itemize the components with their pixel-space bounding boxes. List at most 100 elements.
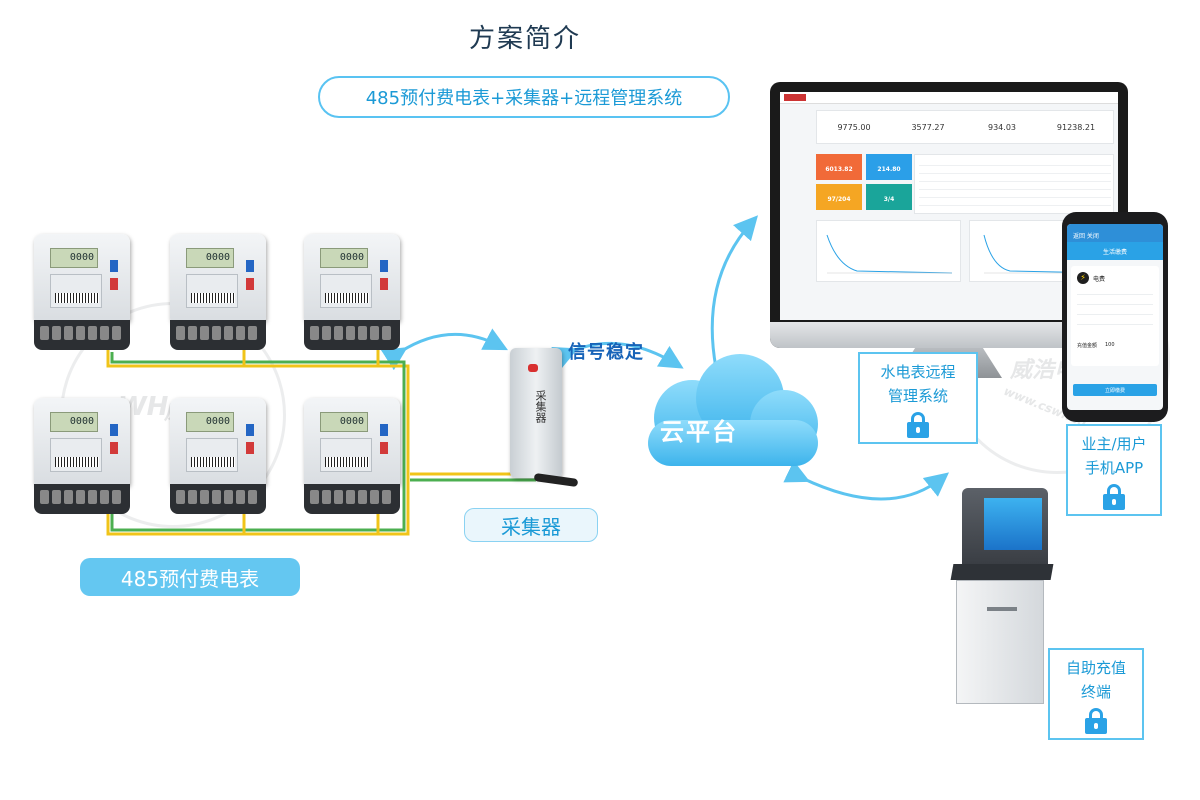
lock-icon xyxy=(1103,484,1125,510)
dashboard-topbar xyxy=(780,92,1118,104)
meter-body: 0000 xyxy=(34,398,130,486)
tile-value: 6013.82 xyxy=(825,166,853,173)
meter-button-red xyxy=(110,442,118,454)
barcode-icon xyxy=(191,457,235,467)
meter-button-red xyxy=(110,278,118,290)
arrow-cloud-kiosk xyxy=(783,460,950,501)
meter-nameplate xyxy=(50,274,102,308)
stat-value: 9775.00 xyxy=(837,123,871,132)
meter-terminal-block xyxy=(170,320,266,350)
barcode-icon xyxy=(55,293,99,303)
meter-terminal-block xyxy=(34,320,130,350)
prepaid-meter: 0000 xyxy=(170,398,270,516)
meter-lcd: 0000 xyxy=(186,248,234,268)
meter-button-blue xyxy=(246,260,254,272)
data-table xyxy=(914,154,1114,214)
status-led xyxy=(528,364,538,372)
meter-lcd: 0000 xyxy=(50,248,98,268)
collector-label: 采集器 xyxy=(464,508,598,542)
tile-value: 97/204 xyxy=(827,196,851,203)
prepaid-meter: 0000 xyxy=(34,234,134,352)
monitor: 9775.00 3577.27 934.03 91238.21 6013.82 … xyxy=(770,82,1128,348)
caption-line: 终端 xyxy=(1080,683,1111,701)
meter-body: 0000 xyxy=(304,234,400,322)
tile-teal: 3/4 xyxy=(866,184,912,210)
meter-button-blue xyxy=(110,260,118,272)
meter-button-red xyxy=(380,278,388,290)
cloud-icon xyxy=(648,354,818,466)
barcode-icon xyxy=(325,293,369,303)
antenna-icon xyxy=(533,472,579,488)
arrow-meters-collector xyxy=(380,328,508,371)
kiosk-shelf xyxy=(950,564,1054,580)
phone-header: 返回 关闭 xyxy=(1067,224,1163,242)
meter-nameplate xyxy=(50,438,102,472)
stat-value: 934.03 xyxy=(988,123,1016,132)
meter-body: 0000 xyxy=(170,234,266,322)
arrow-cloud-monitor xyxy=(706,215,759,385)
caption-kiosk: 自助充值 终端 xyxy=(1048,648,1144,740)
meter-nameplate xyxy=(320,274,372,308)
collector-device: 采集器 xyxy=(510,348,579,488)
meter-nameplate xyxy=(186,274,238,308)
caption-line: 业主/用户 xyxy=(1081,435,1147,453)
pay-button[interactable]: 立即缴费 xyxy=(1073,384,1157,396)
card-title: 电费 xyxy=(1093,276,1106,283)
meter-terminal-block xyxy=(34,484,130,514)
phone-banner: 生活缴费 xyxy=(1067,242,1163,260)
brand-logo xyxy=(784,94,806,101)
stat-value: 91238.21 xyxy=(1056,123,1096,132)
prepaid-meter: 0000 xyxy=(170,234,270,352)
barcode-icon xyxy=(325,457,369,467)
meter-lcd: 0000 xyxy=(50,412,98,432)
line-chart-left xyxy=(816,220,961,282)
meter-button-blue xyxy=(380,424,388,436)
tile-value: 3/4 xyxy=(883,196,895,203)
caption-remote-system: 水电表远程 管理系统 xyxy=(858,352,978,444)
lock-icon xyxy=(1085,708,1107,734)
meter-button-blue xyxy=(380,260,388,272)
tile-orange: 6013.82 xyxy=(816,154,862,180)
meter-button-blue xyxy=(246,424,254,436)
signal-stable-text: 信号稳定 xyxy=(568,342,644,363)
barcode-icon xyxy=(55,457,99,467)
meter-body: 0000 xyxy=(304,398,400,486)
bolt-icon: ⚡ xyxy=(1077,272,1089,284)
caption-line: 手机APP xyxy=(1084,459,1144,477)
stat-card: 9775.00 xyxy=(817,111,891,145)
stat-card: 934.03 xyxy=(965,111,1039,145)
stat-card: 91238.21 xyxy=(1039,111,1113,145)
meter-button-red xyxy=(380,442,388,454)
meter-button-red xyxy=(246,278,254,290)
prepaid-meter: 0000 xyxy=(34,398,134,516)
smartphone: 返回 关闭 生活缴费 ⚡ 电费 充值金额 100 立即缴费 xyxy=(1062,212,1168,422)
prepaid-meter: 0000 xyxy=(304,398,404,516)
kiosk-head xyxy=(962,488,1048,564)
meter-body: 0000 xyxy=(170,398,266,486)
prepaid-meter: 0000 xyxy=(304,234,404,352)
barcode-icon xyxy=(191,293,235,303)
meters-label: 485预付费电表 xyxy=(80,558,300,596)
tile-value: 214.80 xyxy=(877,166,901,173)
stat-card: 3577.27 xyxy=(891,111,965,145)
caption-mobile-app: 业主/用户 手机APP xyxy=(1066,424,1162,516)
meter-body: 0000 xyxy=(34,234,130,322)
lock-icon xyxy=(907,412,929,438)
meter-lcd: 0000 xyxy=(320,248,368,268)
tile-blue: 214.80 xyxy=(866,154,912,180)
tile-yellow: 97/204 xyxy=(816,184,862,210)
self-service-kiosk xyxy=(948,488,1058,704)
amount-label: 充值金额 xyxy=(1077,343,1098,349)
stat-value: 3577.27 xyxy=(911,123,945,132)
meter-terminal-block xyxy=(170,484,266,514)
amount-value[interactable]: 100 xyxy=(1105,342,1115,348)
collector-device-text: 采集器 xyxy=(534,390,547,423)
meter-nameplate xyxy=(186,438,238,472)
cloud-platform-label: 云平台 xyxy=(660,418,738,446)
page-title: 方案简介 xyxy=(468,24,581,54)
kiosk-screen xyxy=(984,498,1042,550)
meter-nameplate xyxy=(320,438,372,472)
meter-terminal-block xyxy=(304,320,400,350)
caption-line: 水电表远程 xyxy=(880,363,956,381)
caption-line: 自助充值 xyxy=(1065,659,1126,677)
